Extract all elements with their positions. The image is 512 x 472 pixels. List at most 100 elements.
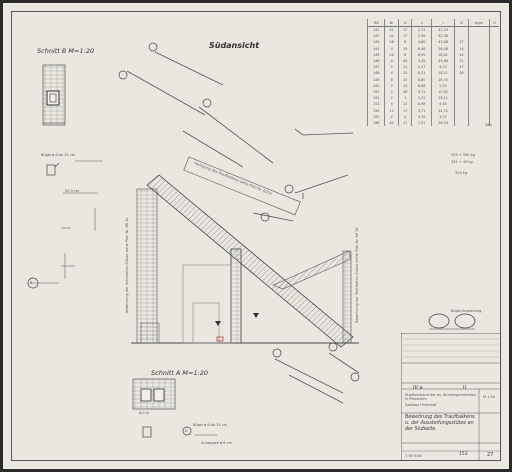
table-cell [488, 82, 499, 89]
table-cell [488, 113, 499, 120]
drawing-subject: Bewehrung des Traufbalkens u. der Ausste… [405, 415, 475, 432]
summary-line-3: 324 kg [455, 171, 468, 175]
table-header: Nr [384, 19, 399, 27]
table-cell: 6,98 [411, 101, 432, 108]
table-cell: 3,71 [411, 107, 432, 114]
table-cell [467, 57, 490, 65]
title-block-lines [401, 333, 501, 461]
table-cell: 4,60 [430, 101, 455, 108]
table-cell: 4 [384, 70, 399, 77]
table-cell: 1 [397, 95, 412, 102]
table-cell [488, 26, 499, 34]
section-mark-a: A [185, 429, 188, 433]
section-b-title: Schnitt B M=1:20 [37, 47, 95, 55]
table-cell: 149 [366, 76, 385, 83]
inner-frame [11, 11, 501, 461]
table-cell: 32,38 [430, 33, 455, 40]
table-cell: 147 [366, 64, 385, 71]
view-title: Südansicht [209, 41, 260, 50]
table-cell: 2 [384, 82, 399, 89]
table-cell: 17 [397, 26, 412, 34]
stirrup-label-a: Bügel ø 6 do 15 cm [193, 423, 228, 427]
table-cell [488, 51, 499, 58]
scale-label: M 1:20 [483, 395, 495, 399]
table-cell: 18,11 [430, 95, 455, 102]
table-cell: 6 [384, 76, 399, 83]
table-cell: 4 [384, 45, 399, 52]
table-cell: 14,72 [430, 107, 455, 114]
table-cell: 141 [366, 26, 385, 34]
table-cell: 6,80 [411, 76, 432, 83]
table-cell: 10 [397, 45, 412, 52]
table-header: Σl [454, 19, 469, 27]
table-cell [467, 107, 490, 114]
table-cell: 8 [397, 51, 412, 58]
table-cell: 46 [384, 39, 399, 46]
table-cell [454, 33, 469, 40]
table-cell: 15 [397, 82, 412, 89]
sheet-number: 153 [459, 452, 468, 457]
note-banner-box [183, 156, 301, 216]
table-cell [488, 101, 499, 108]
table-cell: 18,70 [430, 76, 455, 83]
table-cell: 2 [384, 64, 399, 71]
table-cell [454, 113, 469, 120]
table-cell: 41 [384, 26, 399, 34]
date-label: 7.90 5.65 [405, 454, 422, 458]
table-cell [488, 64, 499, 71]
table-cell: 145 [366, 51, 385, 58]
table-cell: 143 [366, 39, 385, 46]
table-cell [454, 82, 469, 89]
table-cell: 13 [397, 70, 412, 77]
table-cell: 51 [454, 57, 469, 65]
table-cell: 2 [384, 113, 399, 120]
table-header: G [488, 19, 499, 27]
table-cell: 61 [384, 119, 399, 126]
table-cell: 43,68 [430, 39, 455, 46]
table-cell: 11 [397, 64, 412, 71]
left-dimension-marks [31, 160, 103, 284]
table-cell [467, 101, 490, 108]
table-cell: 3,71 [430, 113, 455, 120]
table-cell [488, 33, 499, 40]
table-cell [488, 70, 499, 77]
drawing-canvas [27, 42, 476, 438]
table-cell: 156 [366, 119, 385, 126]
table-cell: 17 [397, 107, 412, 114]
table-cell: 43 [397, 57, 412, 65]
building-name: Saalbau Hinterhof [405, 403, 437, 407]
table-cell [467, 88, 490, 96]
section-b-drawing [42, 64, 66, 176]
table-cell: 2,47 [411, 64, 432, 71]
table-cell: 58 [454, 70, 469, 77]
table-cell [488, 76, 499, 83]
summary-line-2: 331 + 40 kg [451, 160, 473, 164]
plan-number: 27 [487, 452, 494, 458]
table-cell [467, 95, 490, 102]
table-header: n [411, 19, 432, 27]
table-cell [488, 119, 499, 126]
table-cell [454, 107, 469, 114]
table-header-row: Teil Nr Ø n l Σl kg/m G [366, 19, 499, 27]
table-cell: 153 [366, 101, 385, 108]
table-cell: 47 [454, 64, 469, 71]
table-cell [467, 119, 490, 126]
table-cell: 8,31 [411, 70, 432, 77]
table-header: Teil [366, 19, 385, 27]
table-cell: 4 [384, 57, 399, 65]
table-cell: 8 [397, 39, 412, 46]
sheet-marker: II [463, 385, 466, 391]
section-a-title: Schnitt A M=1:20 [151, 369, 209, 377]
table-cell: 4 [397, 113, 412, 120]
